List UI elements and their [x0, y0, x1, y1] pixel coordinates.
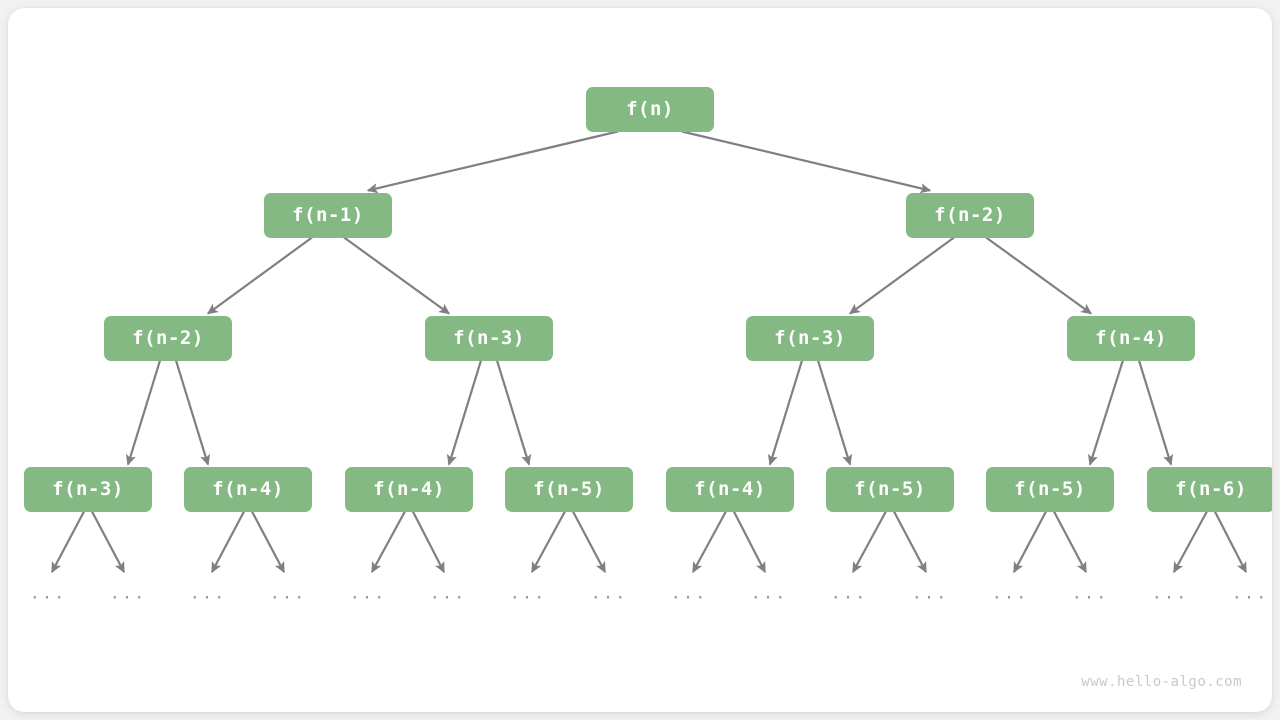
tree-node: f(n-4) [666, 466, 794, 512]
tree-node: f(n-4) [184, 466, 312, 512]
tree-edge [692, 510, 727, 574]
tree-edge [211, 510, 245, 574]
tree-edge [51, 510, 85, 574]
tree-edge [343, 236, 451, 315]
ellipsis-marker: ... [269, 583, 307, 604]
tree-edge [1053, 510, 1087, 574]
tree-edge [852, 510, 887, 574]
tree-edge [732, 510, 766, 574]
ellipsis-marker: ... [750, 583, 788, 604]
tree-edge [366, 130, 619, 194]
tree-edge [767, 360, 804, 466]
ellipsis-marker: ... [1151, 583, 1189, 604]
ellipsis-marker: ... [509, 583, 547, 604]
diagram-card: f(n) f(n-1) f(n-2) f(n-2) f(n-3) f(n-3) f(n-4)… [8, 8, 1272, 712]
tree-edge [371, 510, 406, 574]
tree-edge [681, 130, 932, 194]
ellipsis-marker: ... [830, 583, 868, 604]
ellipsis-marker: ... [1071, 583, 1109, 604]
tree-edge [1213, 510, 1247, 574]
tree-edge [1137, 360, 1174, 466]
ellipsis-marker: ... [189, 583, 227, 604]
tree-edge [206, 236, 313, 315]
ellipsis-marker: ... [590, 583, 628, 604]
tree-edge [1173, 510, 1208, 574]
tree-edge [985, 236, 1093, 315]
ellipsis-marker: ... [911, 583, 949, 604]
tree-node: f(n-6) [1147, 466, 1272, 512]
tree-edge [125, 360, 162, 466]
tree-edge [446, 360, 483, 466]
tree-edge [174, 360, 211, 466]
tree-edge [1013, 510, 1047, 574]
tree-edge [1087, 360, 1124, 466]
tree-edge [411, 510, 445, 574]
tree-edge [893, 510, 927, 574]
tree-edge [572, 510, 606, 574]
ellipsis-marker: ... [349, 583, 387, 604]
tree-node: f(n-4) [345, 466, 473, 512]
ellipsis-marker: ... [109, 583, 147, 604]
ellipsis-marker: ... [1231, 583, 1269, 604]
tree-edge [848, 236, 955, 315]
tree-node: f(n-1) [264, 192, 392, 238]
tree-node: f(n) [586, 86, 714, 132]
tree-edge [91, 510, 125, 574]
tree-node: f(n-3) [24, 466, 152, 512]
ellipsis-marker: ... [670, 583, 708, 604]
tree-node: f(n-3) [425, 315, 553, 361]
tree-node: f(n-3) [746, 315, 874, 361]
tree-node: f(n-5) [986, 466, 1114, 512]
tree-edge [251, 510, 285, 574]
ellipsis-marker: ... [991, 583, 1029, 604]
watermark: www.hello-algo.com [1081, 674, 1242, 690]
tree-edge [816, 360, 853, 466]
tree-node: f(n-2) [906, 192, 1034, 238]
tree-node: f(n-4) [1067, 315, 1195, 361]
tree-node: f(n-5) [826, 466, 954, 512]
ellipsis-marker: ... [29, 583, 67, 604]
tree-node: f(n-5) [505, 466, 633, 512]
tree-node: f(n-2) [104, 315, 232, 361]
ellipsis-marker: ... [429, 583, 467, 604]
tree-edge [495, 360, 532, 466]
tree-edge [531, 510, 566, 574]
